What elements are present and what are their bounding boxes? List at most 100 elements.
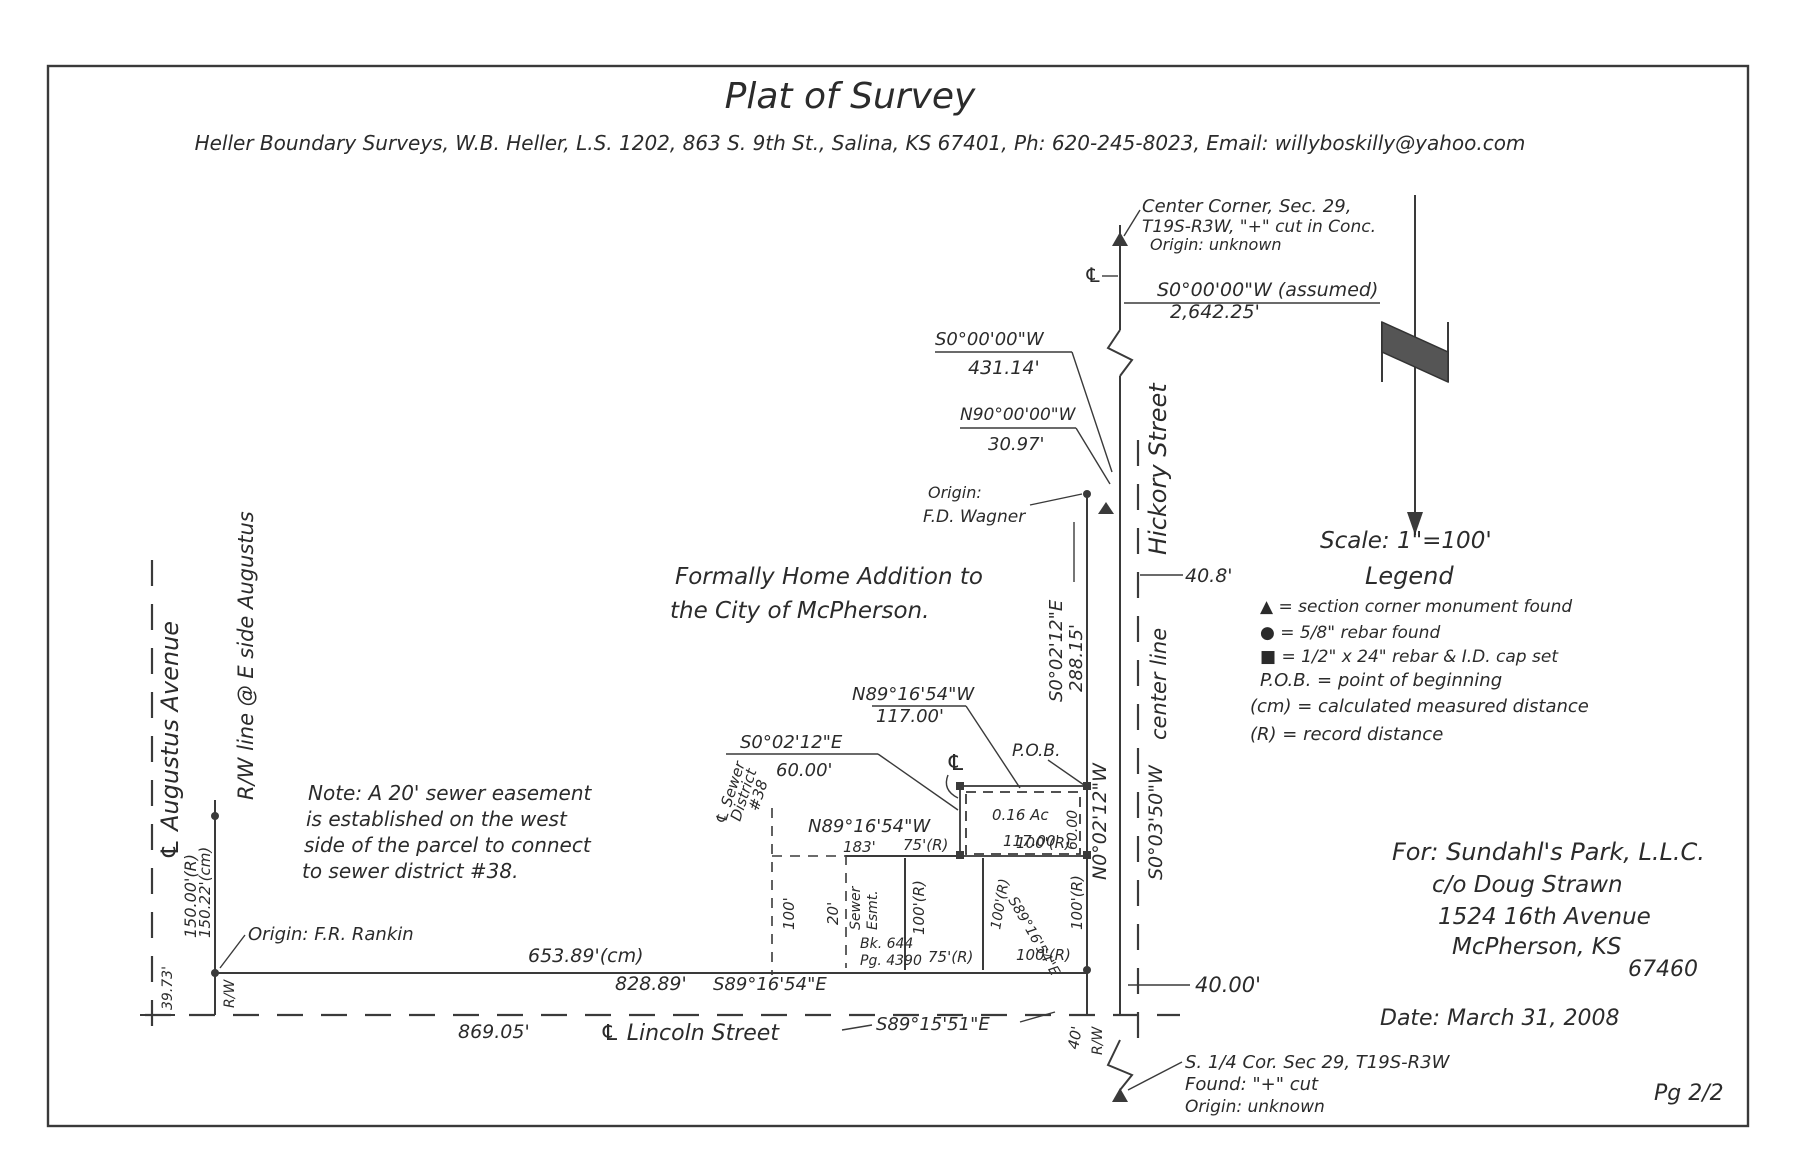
pob-leader (1047, 759, 1085, 786)
origin-wagner-2: F.D. Wagner (923, 507, 1026, 527)
sewer-esmt-2: Esmt. (865, 890, 881, 930)
rw-left-label: R/W (222, 979, 238, 1008)
center-corner-monument-icon (1112, 232, 1128, 246)
note-line-4: to sewer district #38. (302, 859, 518, 883)
centerline-break-lower (1106, 1039, 1134, 1091)
legend-item-cm: (cm) = calculated measured distance (1250, 696, 1589, 717)
origin-rankin: Origin: F.R. Rankin (248, 924, 414, 945)
distance-20: 20' (824, 902, 842, 925)
distance-30: 30.97' (988, 434, 1044, 455)
leader-431 (1071, 351, 1113, 473)
book-label: Bk. 644 (860, 936, 913, 952)
bearing-n0: N0°02'12"W (1089, 762, 1111, 880)
border-frame (46, 64, 1750, 1128)
distance-288: 288.15' (1066, 624, 1087, 692)
legend-item-monument: ▲ = section corner monument found (1260, 597, 1572, 617)
distance-75r-top: 75'(R) (903, 836, 948, 854)
distance-40: 40' (1064, 1025, 1086, 1051)
distance-100r-c: 100'(R) (1068, 875, 1086, 930)
bearing-n90: N90°00'00"W (960, 405, 1077, 425)
distance-100r-bot: 100'(R) (1016, 946, 1071, 964)
distance-60: 60.00' (776, 760, 832, 781)
bearing-n89-mid: N89°16'54"W (808, 816, 931, 837)
augustus-avenue-label: ℄ Augustus Avenue (156, 621, 184, 860)
parcel-60: 60.00 (1065, 810, 1081, 850)
center-corner-leader (1123, 209, 1141, 237)
distance-75r-bot: 75'(R) (928, 948, 973, 966)
south-corner-monument-icon (1112, 1088, 1128, 1102)
centerline-symbol: ℄ (1084, 263, 1102, 287)
note-line-2: is established on the west (306, 807, 568, 831)
rw-line-label: R/W line @ E side Augustus (234, 511, 258, 800)
center-corner-label-2: T19S-R3W, "+" cut in Conc. (1142, 217, 1376, 237)
legend-item-record: (R) = record distance (1250, 724, 1443, 745)
bearing-lincoln: S89°15'51"E (876, 1014, 990, 1035)
distance-869: 869.05' (458, 1021, 530, 1043)
formally-label-1: Formally Home Addition to (675, 564, 983, 590)
distance-653: 653.89'(cm) (528, 945, 643, 967)
legend-title: Legend (1365, 562, 1454, 590)
lincoln-bearing-leader-2 (1019, 1011, 1056, 1023)
bearing-s89-main: S89°16'54"E (713, 974, 827, 995)
origin-rankin-leader (219, 934, 246, 969)
distance-150: 150.00'(R) (181, 854, 200, 938)
south-corner-1: S. 1/4 Cor. Sec 29, T19S-R3W (1185, 1052, 1451, 1073)
for-line-2: c/o Doug Strawn (1432, 872, 1623, 898)
note-line-3: side of the parcel to connect (304, 833, 592, 857)
leader-n90 (1075, 427, 1111, 485)
center-corner-label-3: Origin: unknown (1150, 235, 1282, 254)
monument-wagner-icon (1098, 502, 1114, 514)
parcel-117: 117.00' (1003, 832, 1060, 850)
for-line-4: McPherson, KS (1452, 934, 1621, 960)
distance-100: 100' (780, 897, 798, 930)
surveyor-header: Heller Boundary Surveys, W.B. Heller, L.… (195, 131, 1526, 155)
legend-item-rebar-set: ■ = 1/2" x 24" rebar & I.D. cap set (1260, 647, 1559, 667)
parcel-outer (959, 785, 1088, 857)
distance-431: 431.14' (968, 357, 1040, 379)
bearing-431: S0°00'00"W (935, 329, 1045, 350)
bearing-s0-288: S0°02'12"E (1046, 599, 1067, 702)
distance-150-22: 150.22'(cm) (196, 847, 214, 938)
distance-828: 828.89' (615, 973, 687, 995)
formally-label-2: the City of McPherson. (670, 598, 929, 624)
n89-top-leader (965, 705, 1021, 789)
distance-40-00: 40.00' (1195, 973, 1261, 997)
origin-wagner-leader (1029, 493, 1083, 506)
page-number: Pg 2/2 (1654, 1081, 1724, 1106)
rebar-set-ne-icon (1083, 782, 1091, 790)
s0-60-leader (877, 753, 959, 811)
for-line-5: 67460 (1628, 957, 1698, 982)
parcel-boundary (965, 791, 1081, 855)
plat-title: Plat of Survey (725, 76, 976, 117)
distance-117-top: 117.00' (876, 706, 944, 727)
note-line-1: Note: A 20' sewer easement (308, 781, 592, 805)
legend-item-rebar-found: ● = 5/8" rebar found (1260, 623, 1440, 643)
center-line-label: center line (1147, 628, 1171, 740)
bearing-n89-top: N89°16'54"W (852, 684, 975, 705)
distance-2642: 2,642.25' (1170, 301, 1260, 323)
for-line-3: 1524 16th Avenue (1438, 904, 1651, 930)
distance-39: 39.73' (160, 966, 176, 1010)
centerline-break-upper (1106, 329, 1134, 377)
distance-100r-a: 100'(R) (910, 880, 928, 935)
hickory-street-label: Hickory Street (1144, 382, 1172, 555)
distance-183: 183' (843, 838, 876, 856)
south-corner-3: Origin: unknown (1185, 1097, 1325, 1117)
page-label: Pg. 4390 (860, 953, 922, 969)
date-label: Date: March 31, 2008 (1380, 1006, 1620, 1031)
for-line-1: For: Sundahl's Park, L.L.C. (1392, 838, 1705, 866)
bearing-s0-0350: S0°03'50"W (1145, 764, 1167, 880)
bearing-assumed: S0°00'00"W (assumed) (1157, 279, 1378, 301)
pl-leader (945, 774, 959, 799)
origin-wagner-1: Origin: (928, 483, 982, 502)
sewer-note: Note: A 20' sewer easement is establishe… (302, 781, 592, 883)
sewer-esmt-1: Sewer (848, 885, 864, 930)
south-corner-2: Found: "+" cut (1185, 1074, 1319, 1095)
rebar-found-wagner-icon (1083, 490, 1091, 498)
parcel-area: 0.16 Ac (992, 806, 1049, 824)
rebar-found-se-icon (1083, 966, 1091, 974)
north-arrow-icon (1381, 195, 1449, 535)
rebar-found-augustus-icon (211, 812, 219, 820)
south-corner-leader (1127, 1061, 1183, 1091)
